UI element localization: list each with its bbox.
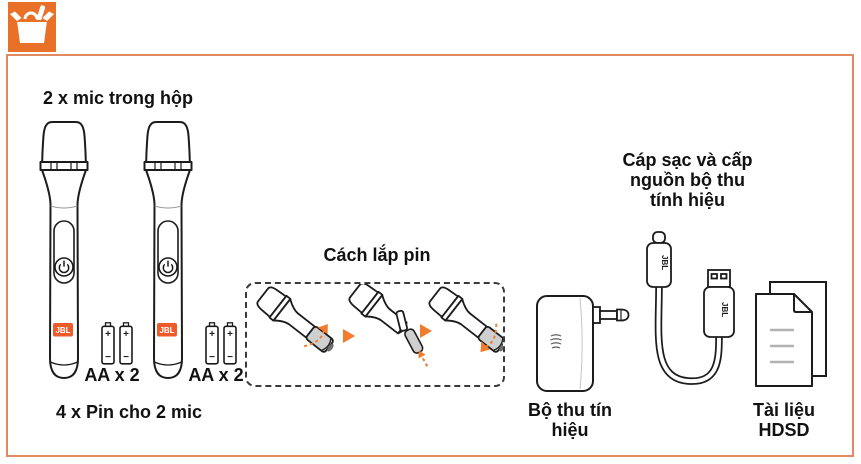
svg-text:−: −: [227, 352, 233, 363]
svg-text:JBL: JBL: [55, 326, 70, 335]
svg-text:JBL: JBL: [159, 326, 174, 335]
text-lines-icon: [770, 328, 794, 364]
next-step-arrow-icon: [343, 329, 355, 343]
jbl-logo: [53, 323, 73, 337]
aa-battery-illustration: + −: [205, 322, 219, 365]
next-step-arrow-icon: [420, 324, 432, 338]
battery-pair-label: AA x 2: [84, 365, 140, 385]
receiver-caption: Bộ thu tín hiệu: [528, 400, 612, 440]
microphone-illustration: JBL: [143, 121, 193, 379]
box-contents-panel: 2 x mic trong hộp JBL: [6, 54, 854, 457]
battery-install-steps-illustration: [256, 282, 506, 367]
svg-text:+: +: [209, 329, 215, 340]
batteries-caption: 4 x Pin cho 2 mic: [55, 402, 203, 422]
svg-text:−: −: [105, 352, 111, 363]
power-button-icon: [158, 257, 178, 277]
svg-text:−: −: [209, 352, 215, 363]
microphone-illustration: JBL: [39, 121, 89, 379]
usb-c-connector-icon: [646, 231, 672, 288]
insert-arrow-icon: [420, 355, 429, 367]
svg-text:JBL: JBL: [720, 302, 729, 317]
battery-pair-label: AA x 2: [188, 365, 244, 385]
jbl-logo: [157, 323, 177, 337]
svg-text:+: +: [105, 329, 111, 340]
mics-heading: 2 x mic trong hộp: [43, 88, 194, 108]
page-fold-icon: [793, 294, 812, 313]
usb-cable-illustration: JBL JBL: [646, 231, 735, 385]
docs-caption: Tài liệu HDSD: [752, 400, 815, 440]
battery-pair: + − + −: [101, 322, 133, 365]
documents-illustration: [755, 281, 827, 387]
quarter-inch-jack-icon: [592, 306, 630, 324]
aa-battery-illustration: + −: [223, 322, 237, 365]
in-the-box-icon: [8, 2, 56, 52]
svg-text:JBL: JBL: [660, 255, 669, 270]
unboxing-box-icon: [10, 5, 54, 43]
svg-text:−: −: [123, 352, 129, 363]
usb-a-connector-icon: [703, 269, 735, 338]
aa-battery-illustration: + −: [119, 322, 133, 365]
battery-install-steps-box: [245, 282, 506, 387]
cable-heading: Cáp sạc và cấp nguồn bộ thu tính hiệu: [622, 150, 753, 210]
battery-pair: + − + −: [205, 322, 237, 365]
svg-text:+: +: [227, 329, 233, 340]
receiver-illustration: [536, 295, 630, 392]
svg-text:+: +: [123, 329, 129, 340]
power-button-icon: [54, 257, 74, 277]
jbl-logo: [550, 334, 562, 349]
aa-battery-illustration: + −: [101, 322, 115, 365]
battery-install-heading: Cách lắp pin: [323, 245, 431, 265]
